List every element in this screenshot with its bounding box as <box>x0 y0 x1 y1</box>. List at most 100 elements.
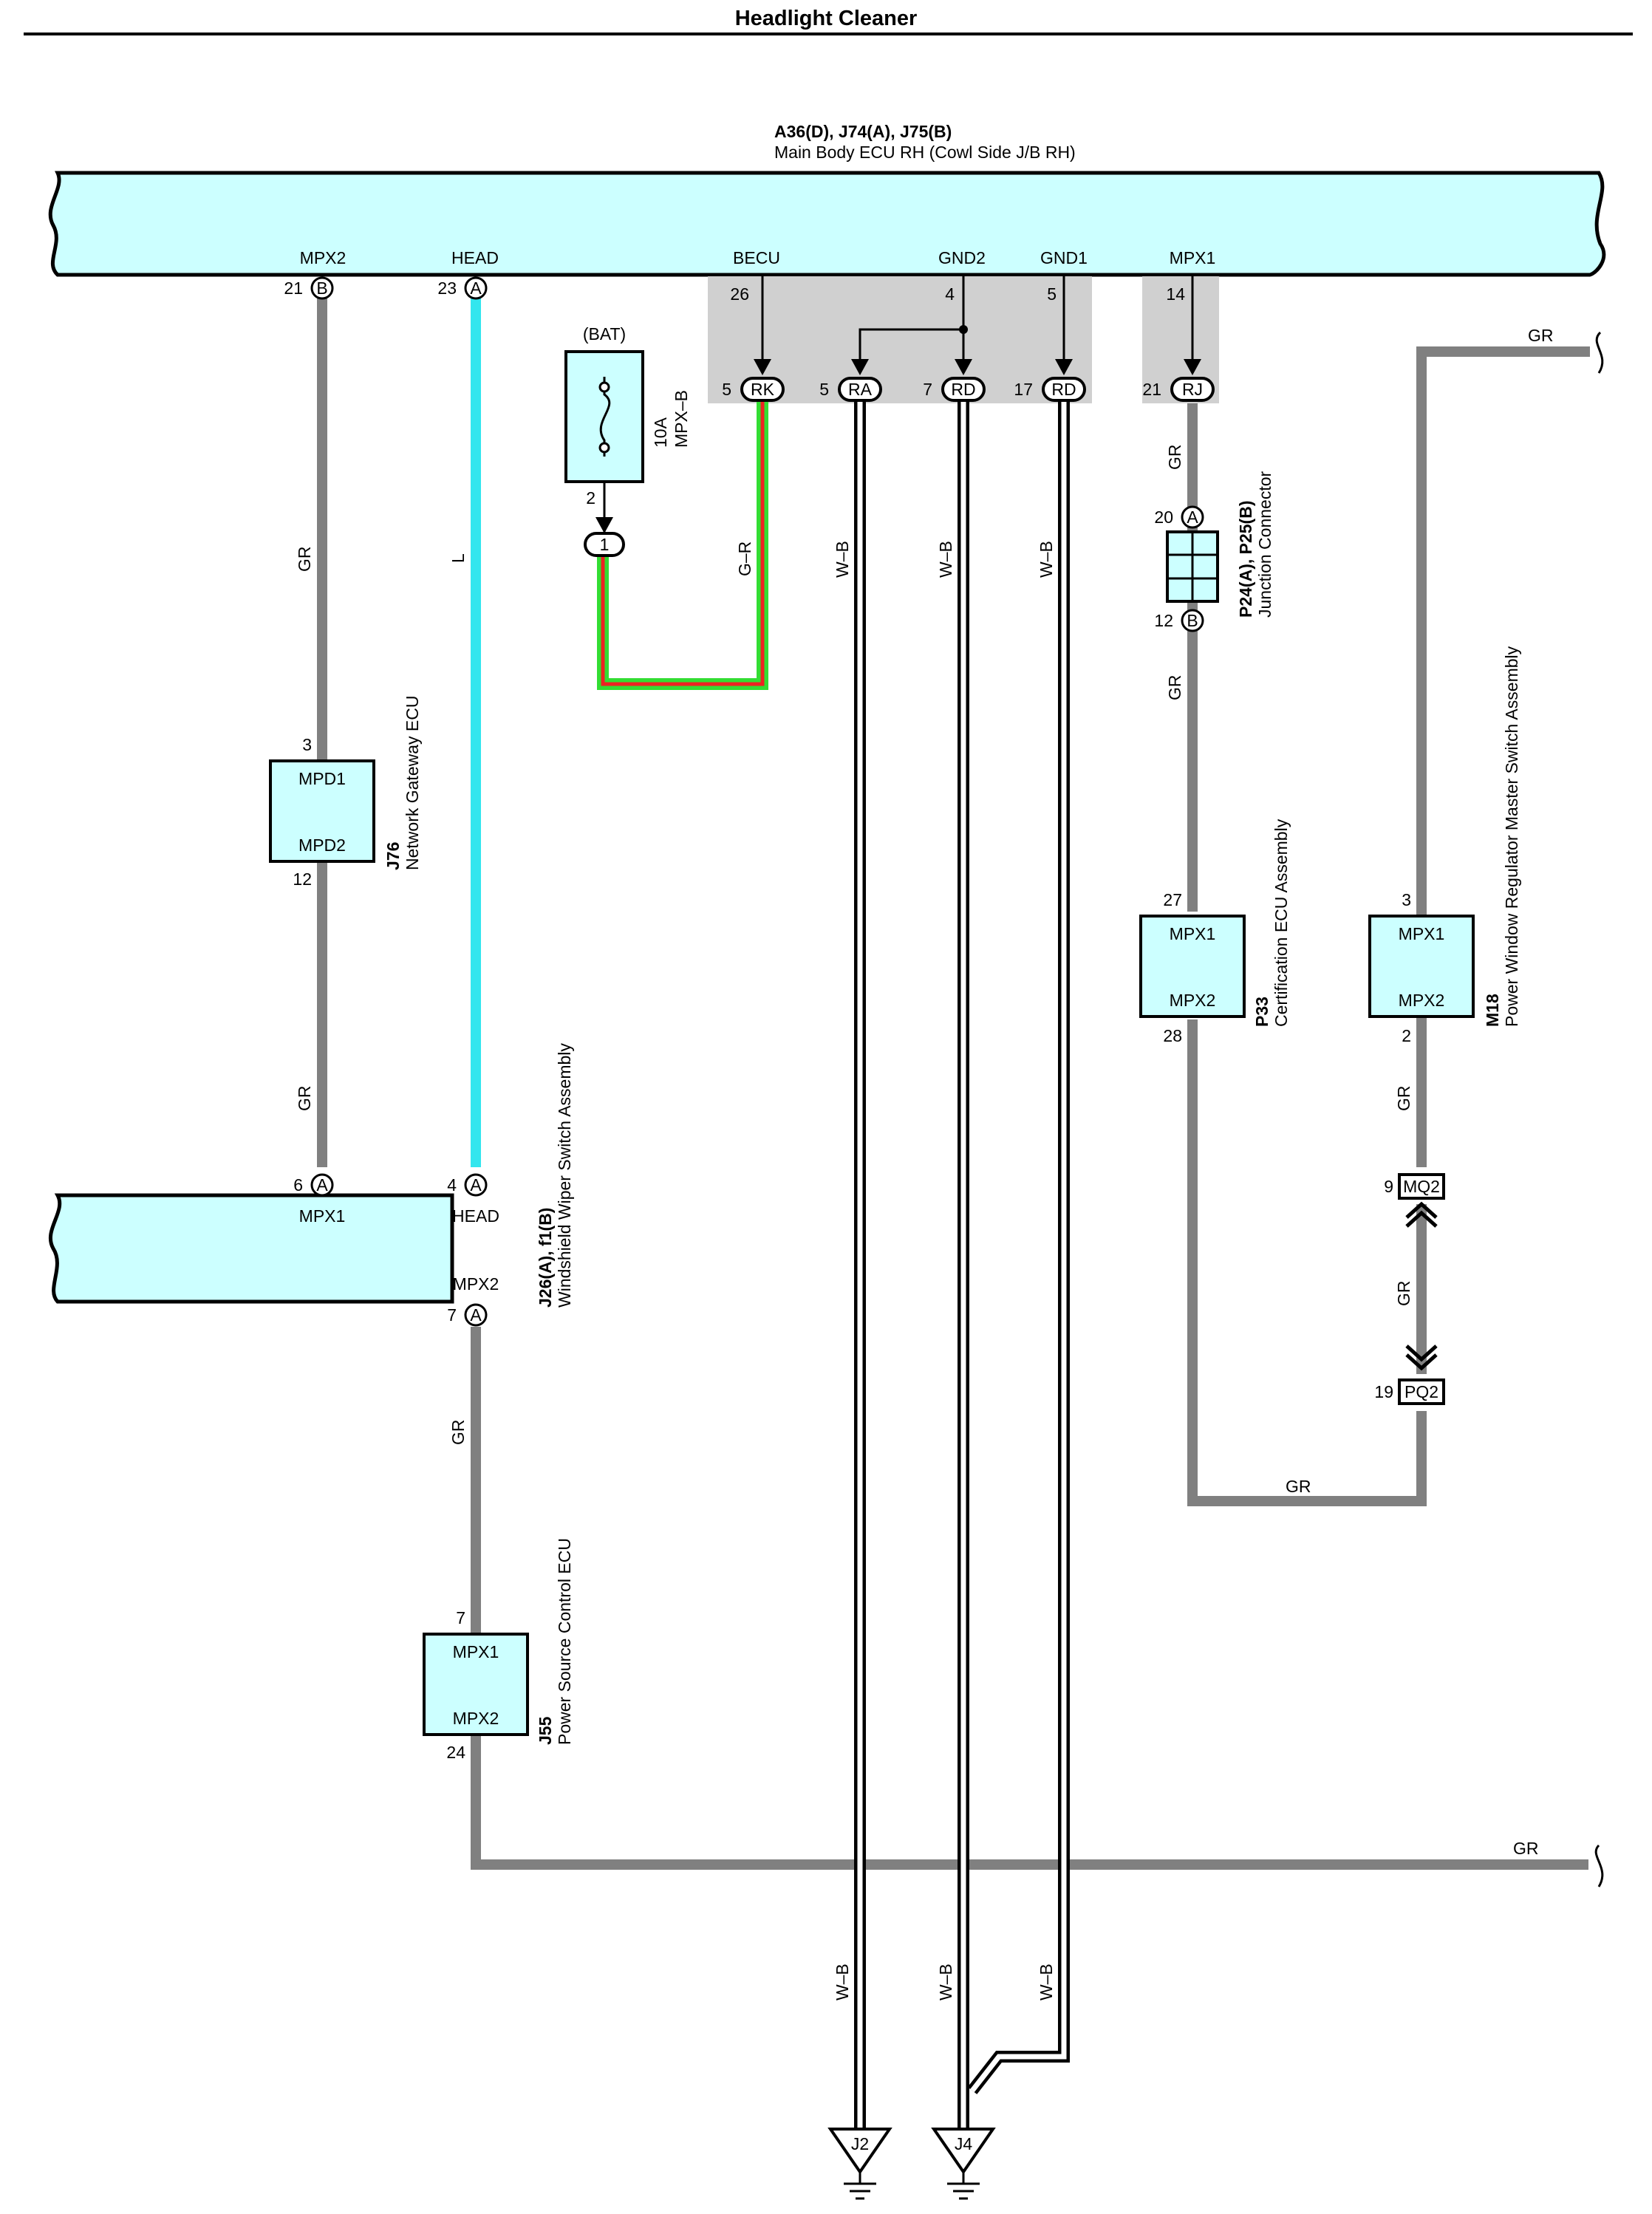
junction-conn-code: P24(A), P25(B) <box>1236 501 1255 618</box>
wire-gr-bottom <box>471 1327 1588 1870</box>
pin-circle-head: A <box>464 276 488 300</box>
pin-num-gnd2: 4 <box>945 284 955 304</box>
cert-pin-top: 27 <box>1163 890 1182 909</box>
svg-text:12: 12 <box>1154 611 1173 630</box>
fuse-pin: 2 <box>586 488 595 508</box>
wire-label-wb-5: W–B <box>936 1964 955 2001</box>
wiper-label-mpx2: MPX2 <box>453 1274 499 1294</box>
wiper-pin-7: A 7 <box>447 1303 488 1327</box>
svg-text:A: A <box>316 1175 328 1195</box>
wire-label-gr-fuse: G–R <box>735 541 754 576</box>
gateway-box <box>269 759 375 863</box>
cert-name: Certification ECU Assembly <box>1272 819 1291 1027</box>
inline-conn-mq2: MQ2 9 <box>1384 1173 1445 1228</box>
wire-label-l: L <box>448 553 468 563</box>
break-mark-bottom <box>1594 1844 1604 1887</box>
wiper-name: Windshield Wiper Switch Assembly <box>555 1043 574 1308</box>
svg-text:A: A <box>1187 508 1198 527</box>
wire-label-wb-6: W–B <box>1037 1964 1056 2001</box>
window-label-bot: MPX2 <box>1399 991 1445 1010</box>
wiper-pin-6: A 6 <box>293 1173 334 1197</box>
junction-rd17: RD 17 <box>1014 377 1086 402</box>
junction-conn-name: Junction Connector <box>1255 471 1274 618</box>
wire-label-gr-7: GR <box>1394 1086 1413 1112</box>
svg-text:6: 6 <box>293 1175 303 1195</box>
svg-text:A: A <box>470 1175 482 1195</box>
fuse-icon <box>599 377 611 457</box>
svg-text:5: 5 <box>819 380 829 399</box>
power-source-code: J55 <box>536 1716 555 1745</box>
pin-circle-mpx2: B <box>310 276 334 300</box>
wiper-label-head: HEAD <box>452 1206 499 1226</box>
svg-text:J4: J4 <box>955 2134 973 2153</box>
cert-box <box>1139 915 1246 1018</box>
break-mark-top <box>1595 331 1604 374</box>
svg-text:7: 7 <box>923 380 932 399</box>
wire-label-wb-3: W–B <box>1037 541 1056 578</box>
window-code: M18 <box>1483 994 1502 1027</box>
junction-ra: RA 5 <box>819 377 882 402</box>
svg-text:RK: RK <box>751 380 775 399</box>
junction-conn-pin-12: B 12 <box>1154 609 1204 632</box>
wiper-code: J26(A), f1(B) <box>536 1208 555 1308</box>
pin-label-mpx2: MPX2 <box>300 248 347 267</box>
window-label-top: MPX1 <box>1399 924 1445 943</box>
inline-conn-pq2: PQ2 19 <box>1374 1345 1445 1405</box>
fuse-connector-id: 1 <box>600 535 610 554</box>
wire-label-gr-9: GR <box>1286 1477 1311 1496</box>
ground-j4: J4 <box>931 2128 996 2200</box>
page-title: Headlight Cleaner <box>735 7 918 30</box>
junction-rk: RK 5 <box>722 377 785 402</box>
fuse-rating: 10A <box>651 417 670 448</box>
pin-num-mpx2: 21 <box>284 279 303 298</box>
window-pin-bot: 2 <box>1402 1026 1411 1045</box>
wire-label-gr-5: GR <box>295 1086 314 1112</box>
gateway-name: Network Gateway ECU <box>403 696 422 870</box>
pin-label-mpx1: MPX1 <box>1170 248 1216 267</box>
pin-label-becu: BECU <box>733 248 780 267</box>
junction-rd7: RD 7 <box>923 377 986 402</box>
ground-j2: J2 <box>827 2128 892 2200</box>
svg-text:21: 21 <box>1142 380 1161 399</box>
wire-label-wb-2: W–B <box>936 541 955 578</box>
pin-num-mpx1: 14 <box>1166 284 1185 304</box>
window-box <box>1368 915 1475 1018</box>
wire-label-gr-8: GR <box>1394 1281 1413 1307</box>
cert-code: P33 <box>1252 997 1272 1027</box>
gateway-label-bot: MPD2 <box>298 836 346 855</box>
wire-label-gr-10: GR <box>1513 1839 1539 1858</box>
svg-text:7: 7 <box>447 1305 457 1325</box>
gateway-pin-bot: 12 <box>293 869 312 889</box>
svg-text:A: A <box>470 279 482 298</box>
wire-label-gr-4: GR <box>1528 326 1554 345</box>
svg-text:17: 17 <box>1014 380 1033 399</box>
wiper-pin-4: A 4 <box>447 1173 488 1197</box>
junction-conn-pin-20: A 20 <box>1154 505 1204 529</box>
wire-gr-right-top <box>1416 346 1590 1167</box>
power-source-label-bot: MPX2 <box>453 1709 499 1728</box>
svg-text:B: B <box>316 279 327 298</box>
svg-text:4: 4 <box>447 1175 457 1195</box>
svg-text:A: A <box>470 1305 482 1325</box>
cert-label-bot: MPX2 <box>1170 991 1216 1010</box>
wiper-box <box>48 1193 454 1304</box>
power-source-label-top: MPX1 <box>453 1642 499 1661</box>
svg-text:5: 5 <box>722 380 731 399</box>
junction-rj: RJ 21 <box>1142 377 1215 402</box>
cert-pin-bot: 28 <box>1163 1026 1182 1045</box>
fuse-connector <box>584 532 625 557</box>
fuse-source: (BAT) <box>583 324 626 344</box>
wire-label-gr-1: GR <box>295 547 314 573</box>
svg-text:19: 19 <box>1374 1382 1393 1401</box>
junction-arrows <box>754 325 1201 375</box>
window-name: Power Window Regulator Master Switch Ass… <box>1502 646 1521 1027</box>
wire-label-wb-4: W–B <box>833 1964 852 2001</box>
pin-num-head: 23 <box>437 279 457 298</box>
svg-text:RD: RD <box>1051 380 1076 399</box>
gateway-code: J76 <box>383 842 403 870</box>
svg-text:RD: RD <box>951 380 975 399</box>
wire-gr-loop <box>1187 1019 1427 1506</box>
main-ecu-code: A36(D), J74(A), J75(B) <box>774 122 952 141</box>
pin-num-gnd1: 5 <box>1047 284 1057 304</box>
